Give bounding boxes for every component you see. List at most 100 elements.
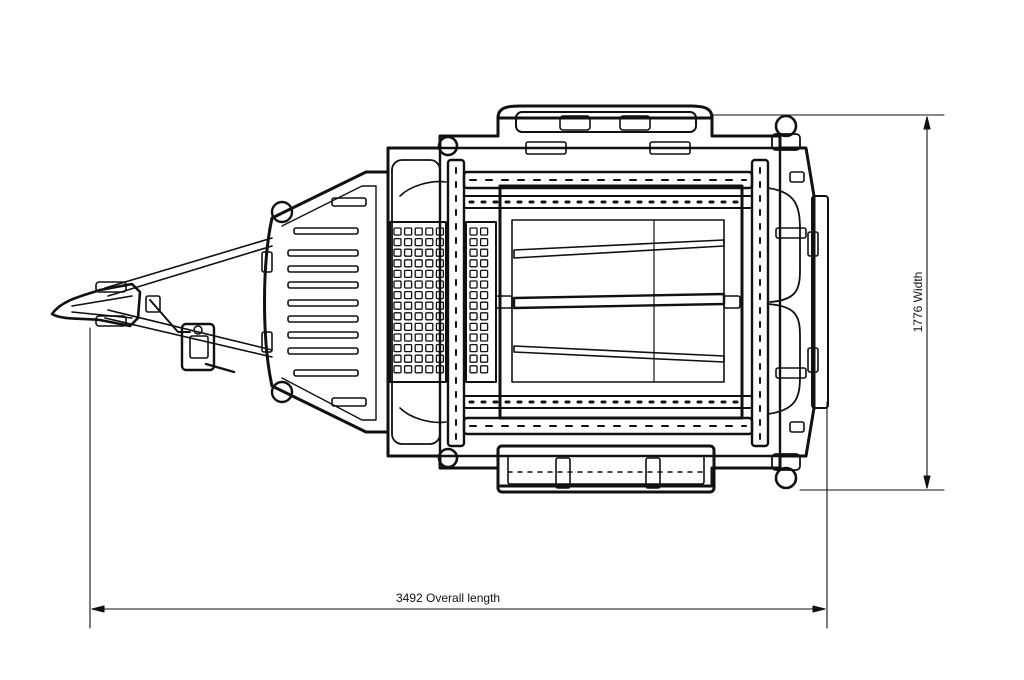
grid-cell: [435, 269, 445, 279]
grid-cell: [435, 280, 445, 289]
grid-cell: [414, 280, 423, 289]
grid-cell: [403, 290, 413, 300]
grid-cell: [469, 290, 478, 300]
grid-cell: [425, 269, 434, 279]
overall-length-label: 3492 Overall length: [396, 591, 500, 605]
grid-cell: [393, 227, 402, 236]
grid-cell: [393, 280, 402, 289]
grid-cell: [425, 248, 434, 257]
grid-cell: [393, 248, 402, 257]
grid-cell: [425, 280, 434, 289]
grid-cell: [479, 312, 489, 321]
grid-cell: [469, 333, 478, 342]
central-hatch: [495, 184, 744, 420]
grid-cell: [414, 259, 423, 268]
roof-rack-rails: [446, 158, 770, 448]
grid-cell: [469, 365, 478, 374]
grid-cell: [435, 301, 445, 310]
grid-cell: [403, 259, 413, 268]
grid-cell: [403, 354, 413, 363]
grid-cell: [479, 322, 489, 332]
grid-cell: [414, 333, 423, 342]
grid-cell: [425, 322, 434, 332]
grid-cell: [479, 227, 489, 236]
grid-cell: [469, 248, 478, 257]
grid-cell: [435, 322, 445, 332]
grid-cell: [425, 227, 434, 236]
grid-cell: [403, 322, 413, 332]
grid-cell: [414, 248, 423, 257]
grid-cell: [435, 343, 445, 353]
grid-cell: [435, 227, 445, 236]
grid-cell: [425, 301, 434, 310]
front-storage-grid: [389, 180, 497, 424]
grid-cell: [393, 333, 402, 342]
grid-cell: [393, 259, 402, 268]
grid-cell: [479, 354, 489, 363]
jockey-wheel: [180, 322, 236, 374]
grid-cell: [425, 312, 434, 321]
grid-cell: [403, 301, 413, 310]
grid-cell: [469, 259, 478, 268]
grid-cell: [403, 312, 413, 321]
grid-cell: [414, 227, 423, 236]
grid-cell: [403, 227, 413, 236]
grid-cell: [435, 237, 445, 247]
grid-cell: [414, 354, 423, 363]
grid-cell: [393, 343, 402, 353]
grid-cell: [479, 248, 489, 257]
grid-cell: [435, 354, 445, 363]
length-dimension: [89, 327, 828, 629]
grid-cell: [403, 280, 413, 289]
grid-cell: [393, 312, 402, 321]
grid-cell: [479, 301, 489, 310]
grid-cell: [469, 227, 478, 236]
grid-cell: [414, 301, 423, 310]
grid-cell: [479, 269, 489, 279]
grid-cell: [469, 322, 478, 332]
width-dimension: [711, 114, 945, 491]
grid-cell: [425, 259, 434, 268]
grid-cell: [479, 280, 489, 289]
grid-cell: [435, 290, 445, 300]
grid-cell: [393, 354, 402, 363]
grid-cell: [414, 269, 423, 279]
grid-cell: [435, 248, 445, 257]
grid-cell: [403, 343, 413, 353]
grid-cell: [479, 290, 489, 300]
drawbar: [50, 237, 273, 358]
grid-cell: [393, 290, 402, 300]
grid-cell: [479, 365, 489, 374]
grid-cell: [469, 343, 478, 353]
grid-cell: [414, 237, 423, 247]
overall-length-value: 3492: [396, 591, 423, 605]
grid-cell: [393, 237, 402, 247]
grid-cell: [469, 269, 478, 279]
corner-legs: [437, 114, 801, 490]
grid-cell: [393, 365, 402, 374]
grid-cell: [469, 237, 478, 247]
grid-cell: [403, 365, 413, 374]
grid-cell: [469, 312, 478, 321]
grid-cell: [469, 301, 478, 310]
grid-cell: [414, 312, 423, 321]
front-stone-guard: [261, 170, 390, 434]
overall-length-text: Overall length: [426, 591, 501, 605]
grid-cell: [414, 322, 423, 332]
grid-cell: [393, 322, 402, 332]
grid-cell: [425, 365, 434, 374]
grid-cell: [403, 237, 413, 247]
grid-cell: [435, 259, 445, 268]
grid-cell: [414, 343, 423, 353]
grid-cell: [403, 333, 413, 342]
grid-cell: [403, 269, 413, 279]
grid-cell: [425, 290, 434, 300]
grid-cell: [403, 248, 413, 257]
grid-cell: [425, 237, 434, 247]
grid-cell: [393, 301, 402, 310]
grid-cell: [479, 259, 489, 268]
grid-cell: [425, 343, 434, 353]
grid-cell: [435, 365, 445, 374]
top-mudguard: [496, 104, 714, 155]
